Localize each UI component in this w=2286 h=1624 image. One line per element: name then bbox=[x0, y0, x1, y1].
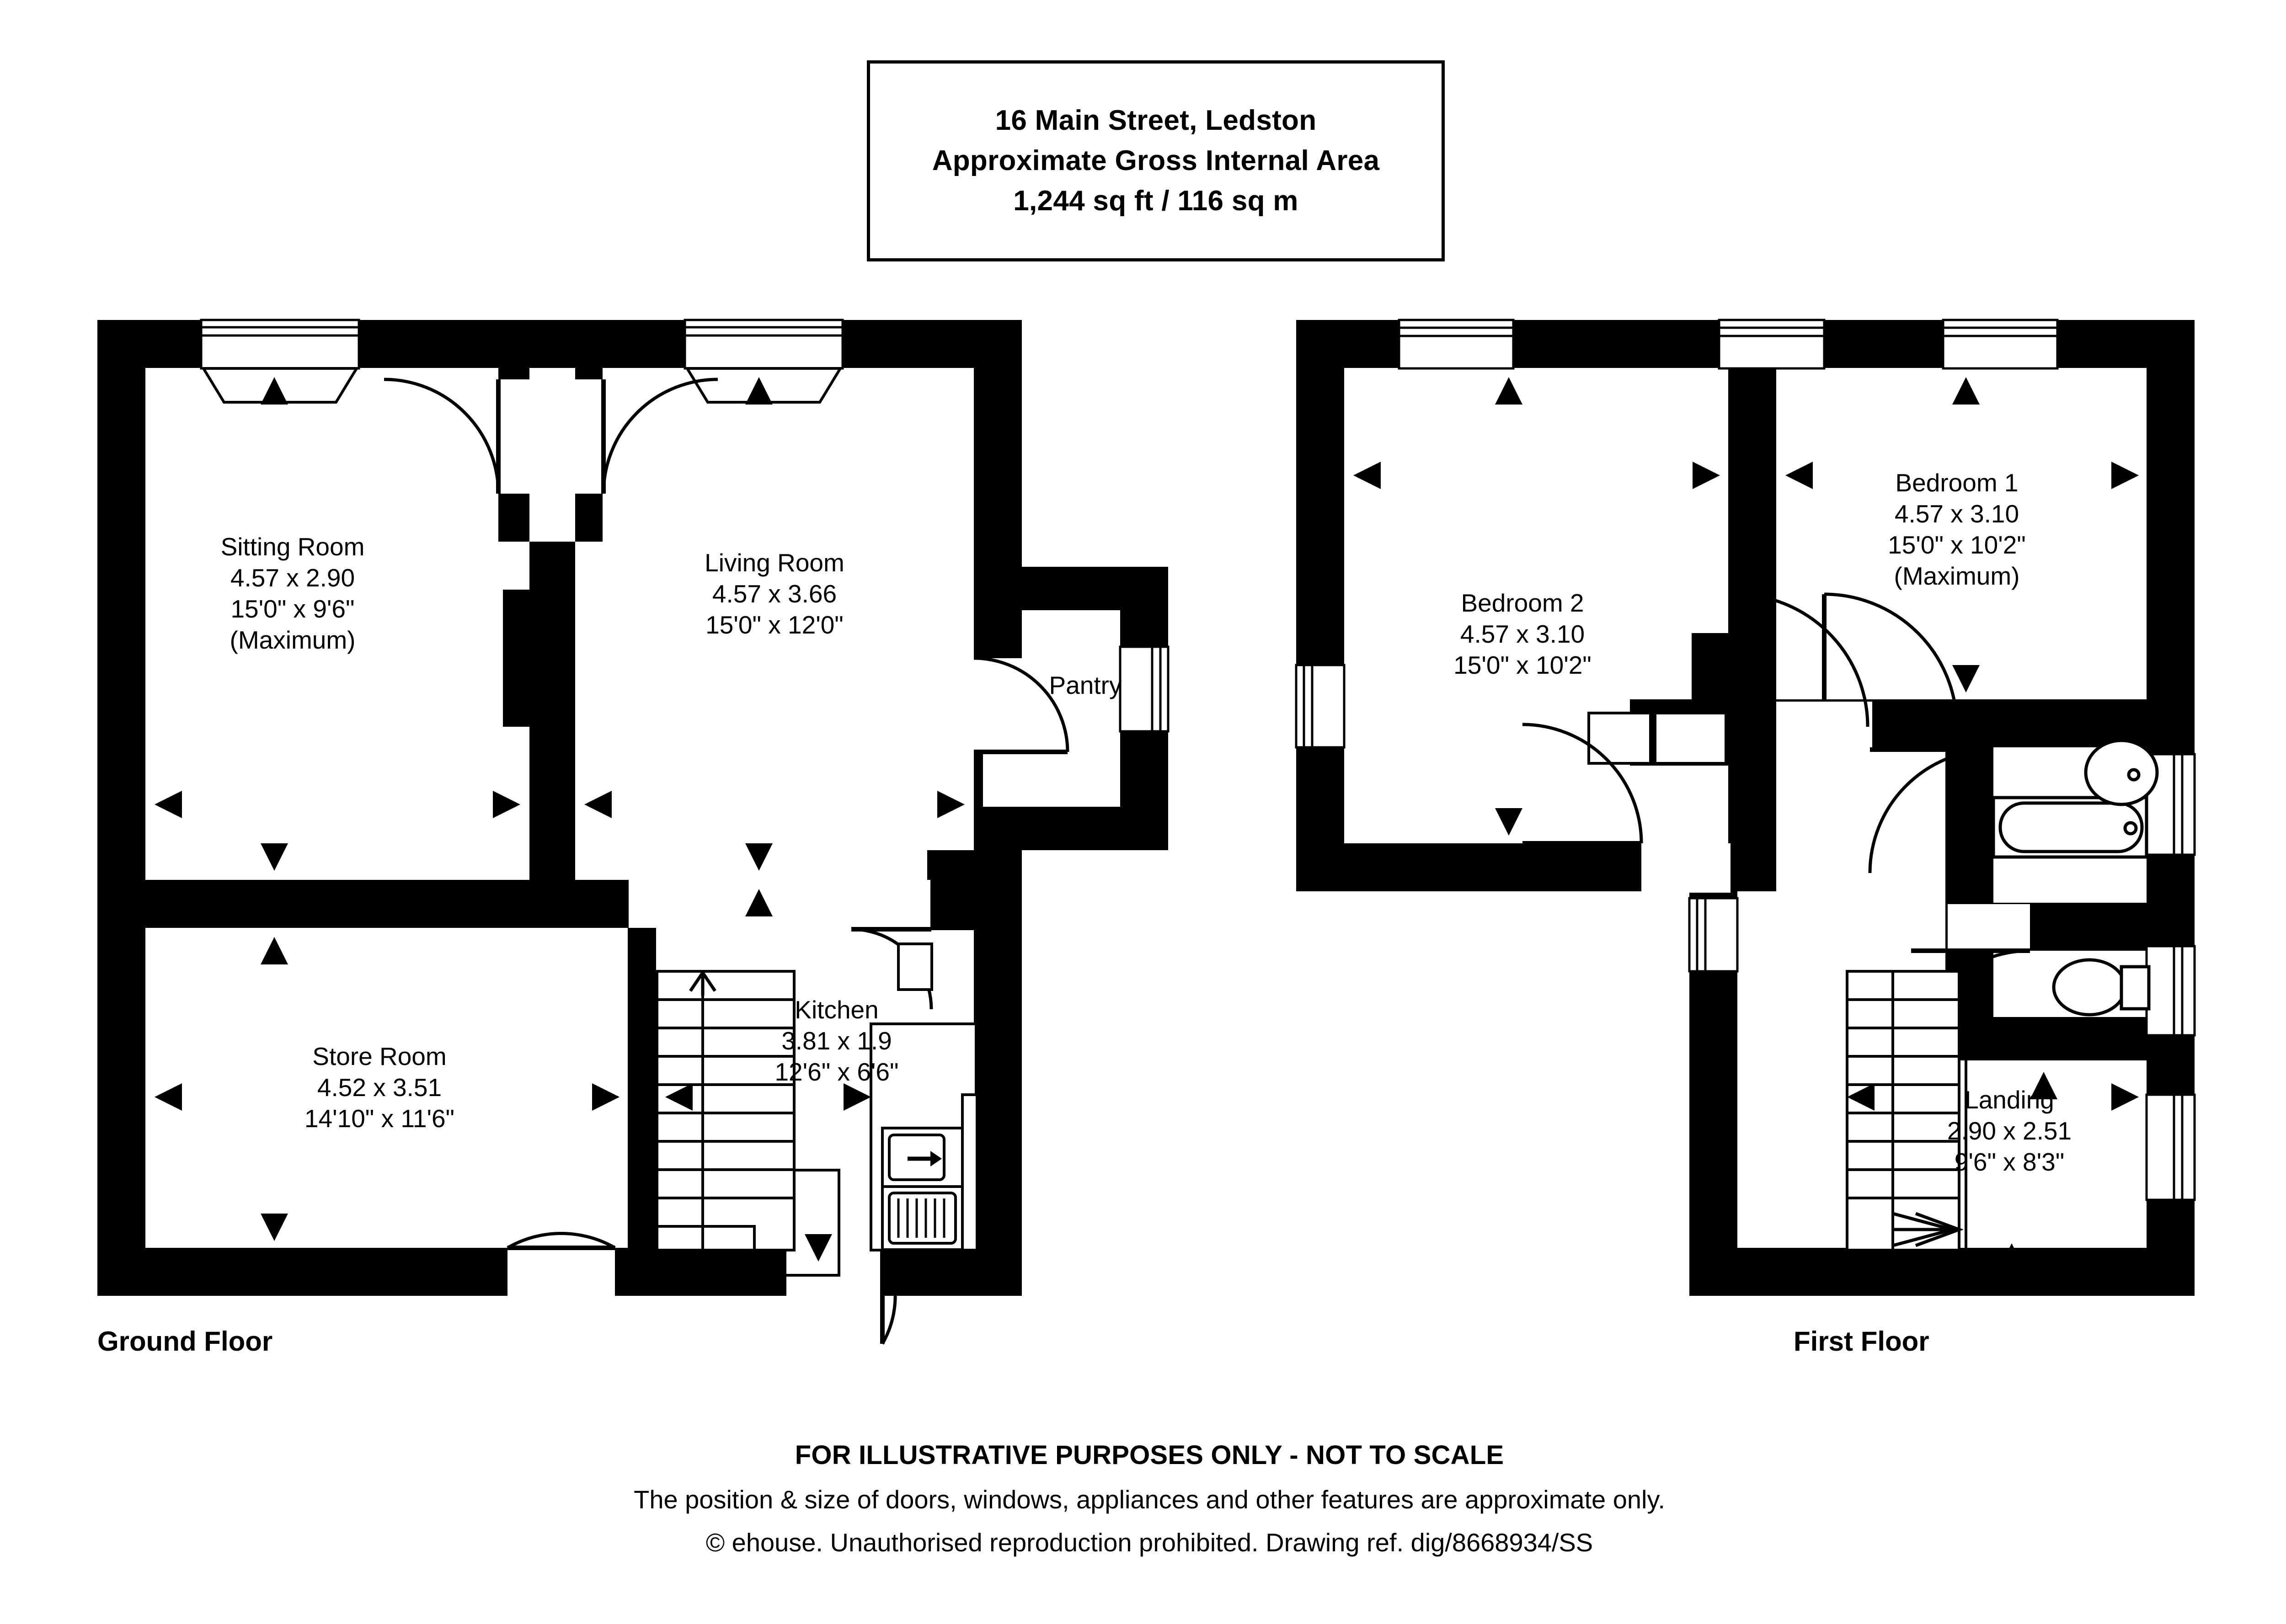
title-block: 16 Main Street, Ledston Approximate Gros… bbox=[867, 60, 1445, 261]
room-label-store-room-name: Store Room bbox=[312, 1042, 446, 1070]
room-label-sitting-room-metric: 4.57 x 2.90 bbox=[230, 564, 355, 592]
area-caption: Approximate Gross Internal Area bbox=[932, 144, 1380, 176]
room-label-landing-metric: 2.90 x 2.51 bbox=[1947, 1117, 2072, 1145]
footer-disclaimer-detail: The position & size of doors, windows, a… bbox=[634, 1485, 1665, 1514]
room-label-kitchen-metric: 3.81 x 1.9 bbox=[781, 1027, 892, 1055]
room-label-sitting-room-note: (Maximum) bbox=[230, 626, 356, 654]
first-room-labels: Bedroom 1 4.57 x 3.10 15'0" x 10'2" (Max… bbox=[1453, 469, 2072, 1176]
room-label-living-room-name: Living Room bbox=[705, 548, 844, 577]
ground-room-labels: Sitting Room 4.57 x 2.90 15'0" x 9'6" (M… bbox=[221, 532, 1122, 1133]
footer-copyright: © ehouse. Unauthorised reproduction proh… bbox=[705, 1528, 1593, 1557]
room-label-landing-imperial: 9'6" x 8'3" bbox=[1955, 1148, 2064, 1176]
room-label-bedroom2-name: Bedroom 2 bbox=[1461, 589, 1584, 617]
room-label-bedroom1-imperial: 15'0" x 10'2" bbox=[1888, 531, 2026, 559]
room-label-store-room-metric: 4.52 x 3.51 bbox=[317, 1073, 442, 1102]
room-label-living-room-imperial: 15'0" x 12'0" bbox=[705, 611, 844, 639]
first-floor-title: First Floor bbox=[1794, 1326, 1929, 1357]
room-label-bedroom2-metric: 4.57 x 3.10 bbox=[1460, 620, 1585, 648]
room-label-store-room-imperial: 14'10" x 11'6" bbox=[304, 1104, 454, 1133]
room-label-kitchen-name: Kitchen bbox=[795, 996, 878, 1024]
room-label-pantry-name: Pantry bbox=[1049, 671, 1122, 699]
ground-floor-title: Ground Floor bbox=[97, 1326, 273, 1357]
room-label-bedroom1-note: (Maximum) bbox=[1894, 562, 2020, 590]
room-label-living-room-metric: 4.57 x 3.66 bbox=[712, 580, 837, 608]
room-label-kitchen-imperial: 12'6" x 6'6" bbox=[774, 1058, 898, 1086]
room-label-landing-name: Landing bbox=[1965, 1086, 2054, 1114]
room-label-bedroom2-imperial: 15'0" x 10'2" bbox=[1453, 651, 1592, 679]
room-label-bedroom1-name: Bedroom 1 bbox=[1895, 469, 2018, 497]
room-label-sitting-room-name: Sitting Room bbox=[221, 532, 365, 561]
room-label-bedroom1-metric: 4.57 x 3.10 bbox=[1895, 500, 2019, 528]
room-label-sitting-room-imperial: 15'0" x 9'6" bbox=[230, 595, 354, 623]
footer-disclaimer-heading: FOR ILLUSTRATIVE PURPOSES ONLY - NOT TO … bbox=[795, 1440, 1504, 1470]
area-value: 1,244 sq ft / 116 sq m bbox=[1013, 185, 1298, 217]
property-address: 16 Main Street, Ledston bbox=[995, 104, 1317, 136]
